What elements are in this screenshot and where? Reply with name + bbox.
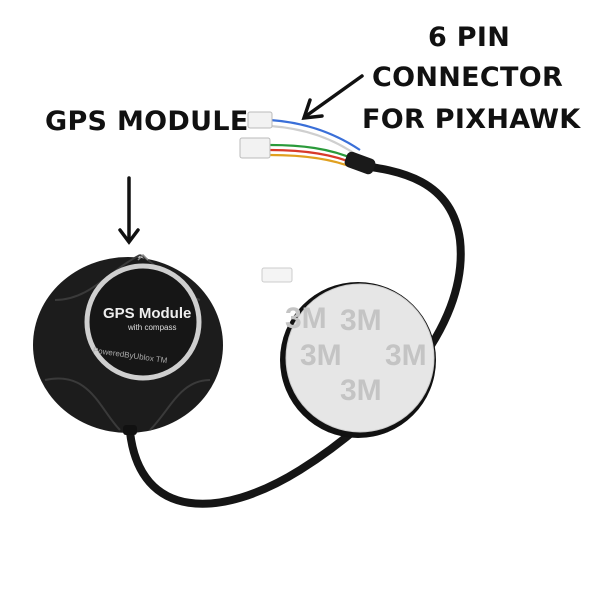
svg-text:3M: 3M [385, 339, 427, 372]
pin-connector [247, 111, 273, 129]
module-subtitle-print: with compass [127, 323, 176, 332]
cable-sleeve [344, 151, 376, 175]
gps-module-label: GPS MODULE [45, 106, 249, 137]
svg-text:3M: 3M [340, 304, 382, 337]
svg-text:3M: 3M [285, 302, 327, 335]
connector-label-line2: CONNECTOR [372, 62, 564, 93]
connector-wires [269, 118, 361, 170]
module-ring [84, 263, 202, 381]
connector-label-line3: FOR PIXHAWK [362, 104, 581, 135]
arrow-to-connector [301, 74, 364, 121]
module-title-print: GPS Module [103, 305, 191, 322]
connector-label-line1: 6 PIN [428, 22, 511, 53]
arrow-to-module [118, 176, 140, 245]
pad-3m-logo: 3M 3M 3M 3M 3M [285, 302, 427, 407]
svg-text:3M: 3M [340, 374, 382, 407]
svg-text:3M: 3M [300, 339, 342, 372]
spare-connector [261, 267, 293, 283]
pin-connector [239, 137, 271, 159]
